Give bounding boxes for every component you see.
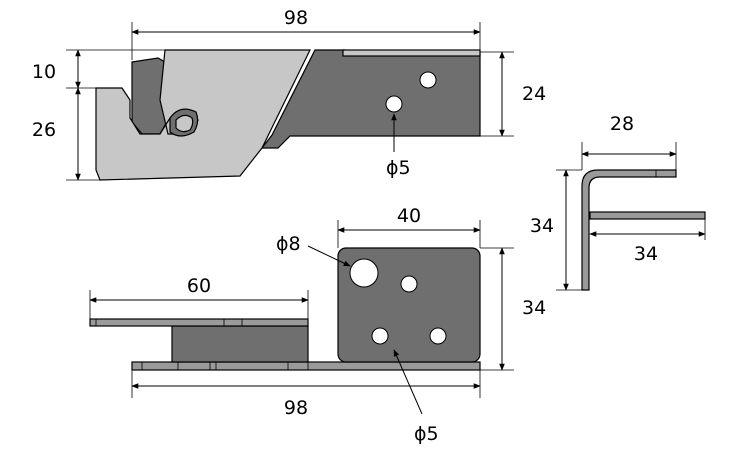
side-view: 28 34 34 xyxy=(530,113,706,291)
top-view-strip xyxy=(342,49,481,57)
dim-top-98: 98 xyxy=(284,7,308,29)
top-view-hole-1 xyxy=(419,71,437,89)
dim-34-side: 34 xyxy=(530,215,554,237)
front-dark-block xyxy=(171,325,309,363)
dim-28: 28 xyxy=(610,113,634,135)
front-hole-1 xyxy=(400,275,418,293)
dim-10: 10 xyxy=(32,61,56,83)
dim-40: 40 xyxy=(397,205,421,227)
front-bottom-plate xyxy=(131,361,481,371)
side-horizontal-plate xyxy=(589,211,706,220)
front-small-hole-label: ϕ5 xyxy=(414,423,439,445)
top-view-notch-inner xyxy=(175,114,194,133)
side-l-bracket xyxy=(581,169,677,291)
top-view: 98 10 26 24 ϕ5 xyxy=(32,7,546,181)
front-hole-3 xyxy=(429,327,447,345)
dim-24: 24 xyxy=(522,83,546,105)
front-large-hole-label: ϕ8 xyxy=(276,233,301,255)
front-large-hole xyxy=(349,258,379,288)
top-view-light-part xyxy=(95,49,311,181)
dim-34-front: 34 xyxy=(522,297,546,319)
dim-bottom-98: 98 xyxy=(284,397,308,419)
dim-34-bottom: 34 xyxy=(634,243,658,265)
dim-60: 60 xyxy=(187,275,211,297)
top-view-hole-label: ϕ5 xyxy=(386,157,411,179)
dim-26: 26 xyxy=(32,119,56,141)
front-top-plate xyxy=(89,318,309,327)
top-view-hole-2 xyxy=(385,95,403,113)
front-hole-2 xyxy=(371,327,389,345)
front-view: 40 34 60 98 ϕ8 ϕ5 xyxy=(89,205,546,445)
